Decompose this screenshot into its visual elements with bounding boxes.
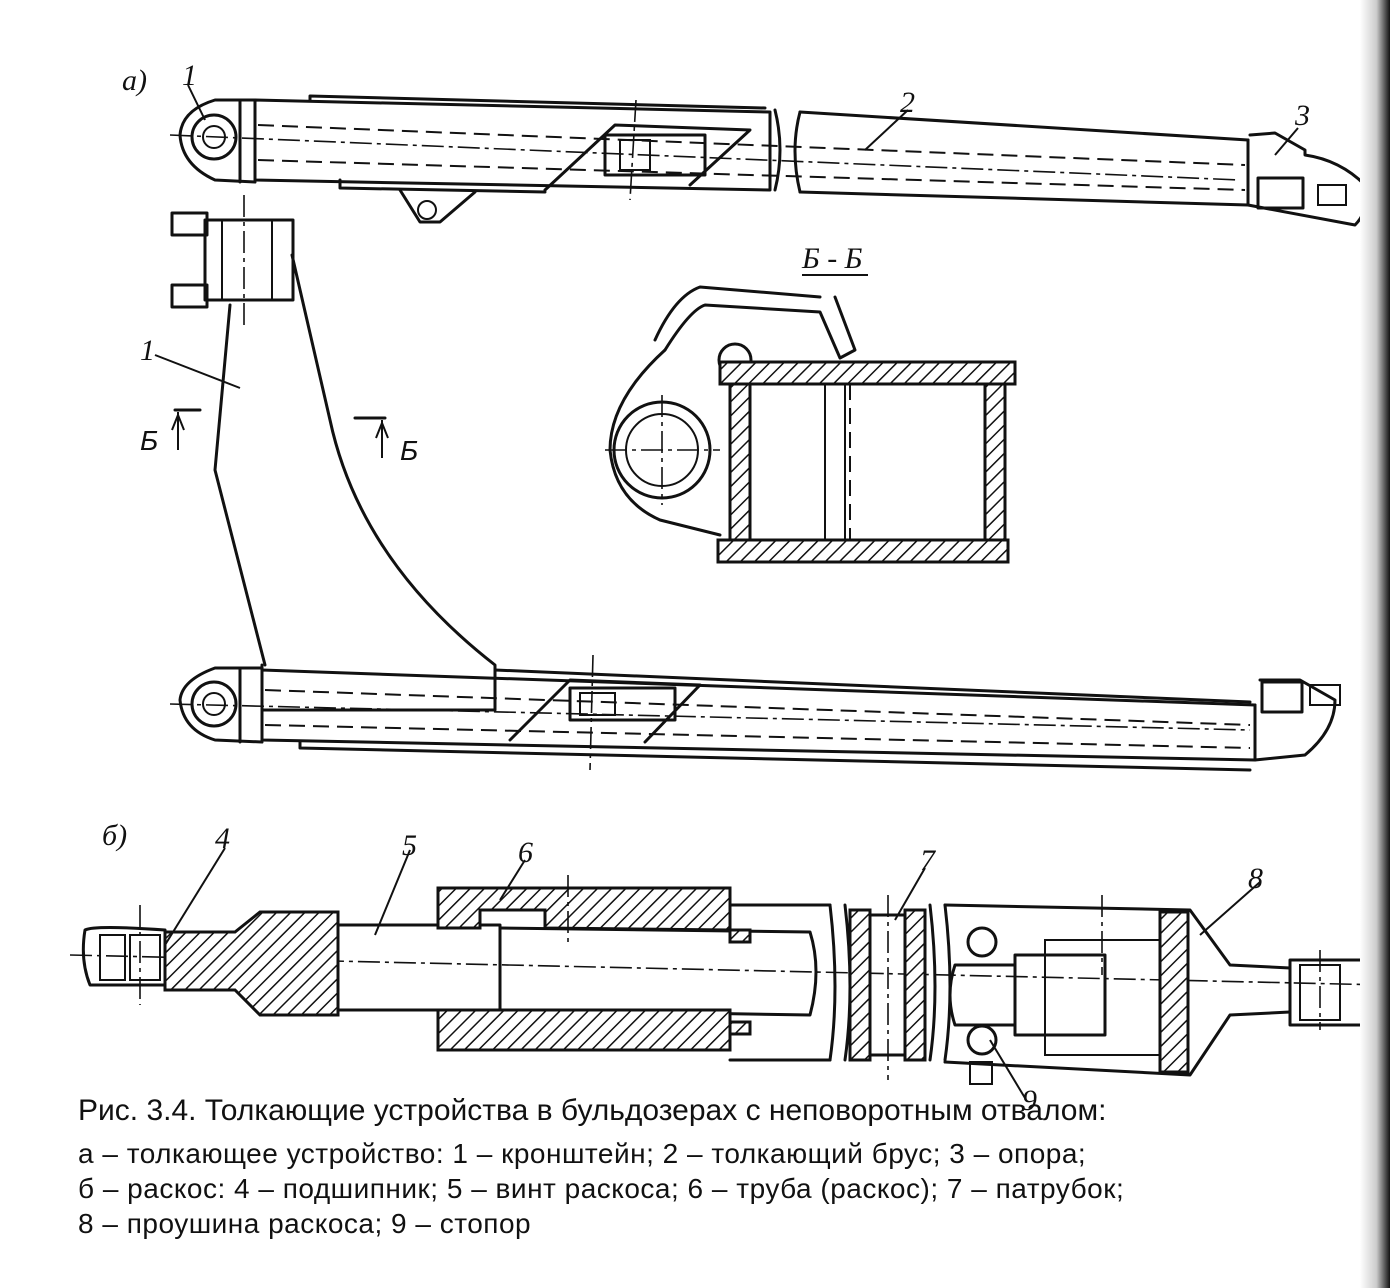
part-label-5: 5	[402, 829, 417, 862]
part-label-7: 7	[920, 844, 937, 877]
leader-lines	[154, 84, 1299, 1099]
bracket-1	[170, 195, 497, 712]
section-b-b	[605, 285, 1017, 564]
pushing-beam-top	[169, 94, 1368, 227]
part-label-9: 9	[1022, 1084, 1037, 1117]
view-a-label: а)	[122, 64, 147, 97]
part-label-6: 6	[518, 836, 533, 869]
caption-title: Рис. 3.4. Толкающие устройства в бульдоз…	[78, 1094, 1107, 1127]
figure-caption: Рис. 3.4. Толкающие устройства в бульдоз…	[78, 1092, 1378, 1241]
part-label-3: 3	[1294, 99, 1310, 132]
caption-line-2: б – раскос: 4 – подшипник; 5 – винт раск…	[78, 1172, 1125, 1204]
labels: а) 1 2 3 Б - Б 1 Б Б б) 4 5 6 7 8 9	[102, 59, 1310, 1117]
section-mark-left: Б	[140, 425, 158, 456]
view-b-label: б)	[102, 819, 127, 852]
part-label-4: 4	[215, 822, 230, 855]
pushing-beam-bottom	[169, 654, 1341, 772]
caption-line-3: 8 – проушина раскоса; 9 – стопор	[78, 1207, 532, 1239]
part-label-1: 1	[182, 59, 197, 92]
bracket-label-1: 1	[140, 334, 155, 367]
caption-line-1: а – толкающее устройство: 1 – кронштейн;…	[78, 1137, 1087, 1169]
strut	[69, 875, 1387, 1085]
section-mark-right: Б	[400, 435, 418, 466]
part-label-2: 2	[900, 86, 915, 119]
part-label-8: 8	[1248, 862, 1263, 895]
scan-edge-shadow	[1360, 0, 1390, 1288]
section-label: Б - Б	[801, 242, 863, 275]
